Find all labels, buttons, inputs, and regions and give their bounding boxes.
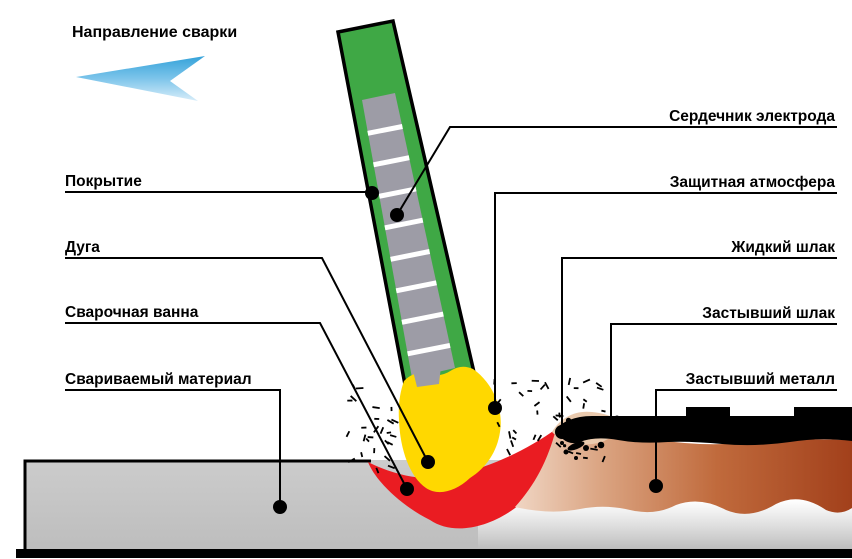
slag-drip [567, 441, 585, 451]
core-stripes [367, 124, 451, 357]
label-svarivaemyj-material: Свариваемый материал [65, 371, 252, 388]
bottom-edge-strip [16, 549, 852, 558]
label-zhidkij-shlak: Жидкий шлак [730, 239, 835, 256]
leader-svarochnaya-vanna [65, 322, 408, 490]
leader-dots [273, 186, 663, 514]
dot-svarochnaya-vanna [400, 482, 414, 496]
base-material-border [23, 459, 371, 550]
leader-zastyvshij-metall [655, 389, 837, 485]
label-serdechnik-elektroda: Сердечник электрода [669, 108, 835, 125]
dot-zastyvshij-metall [649, 479, 663, 493]
dot-svarivaemyj-material [273, 500, 287, 514]
label-pokrytie: Покрытие [65, 173, 142, 190]
leader-zhidkij-shlak [561, 257, 837, 430]
label-zastyvshij-metall: Застывший металл [686, 371, 835, 388]
electrode-core-tip [413, 366, 441, 387]
leader-lines [65, 126, 837, 505]
leader-svarivaemyj-material [65, 389, 281, 505]
leader-serdechnik [396, 126, 837, 216]
label-svarochnaya-vanna: Сварочная ванна [65, 304, 199, 321]
label-zashchitnaya-atmosfera: Защитная атмосфера [670, 174, 836, 191]
dot-pokrytie [365, 186, 379, 200]
dot-serdechnik [390, 208, 404, 222]
dot-atmosfera [488, 401, 502, 415]
leader-duga [65, 257, 429, 463]
solidified-metal [515, 429, 852, 514]
direction-label: Направление сварки [72, 24, 237, 41]
label-zastyvshij-shlak: Застывший шлак [702, 305, 835, 322]
dot-duga [421, 455, 435, 469]
leader-zastyvshij-shlak [610, 323, 837, 424]
electrode [335, 18, 479, 398]
label-duga: Дуга [65, 239, 100, 256]
direction-arrow-icon [76, 56, 205, 101]
leader-atmosfera [494, 192, 837, 406]
dot-zhidkij-shlak [555, 425, 569, 439]
solidified-slag-band [556, 407, 852, 446]
